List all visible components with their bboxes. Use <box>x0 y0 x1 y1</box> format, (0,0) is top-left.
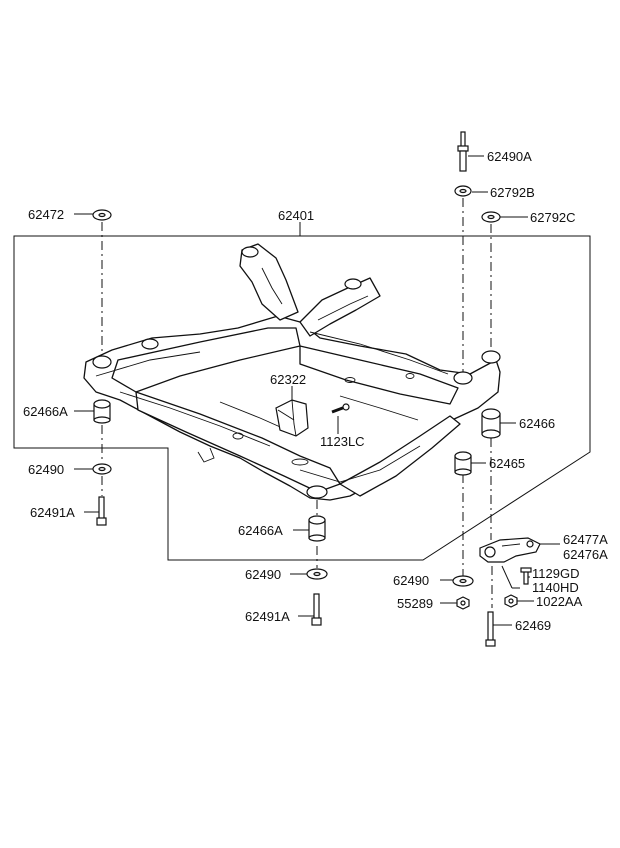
label-62792C: 62792C <box>530 210 576 225</box>
bolt-62490A-icon <box>457 131 469 172</box>
label-62322: 62322 <box>270 372 306 387</box>
washer-62490-bottom-icon <box>306 568 328 580</box>
bracket-62477A-62476A-icon <box>479 537 541 563</box>
washer-62490-left-icon <box>92 463 112 475</box>
label-62792B: 62792B <box>490 185 535 200</box>
bolt-1129GD-1140HD-icon <box>520 567 532 585</box>
assembly-boundary <box>13 235 591 561</box>
bushing-62466-icon <box>481 408 501 439</box>
bushing-62466A-bottom-icon <box>308 515 326 542</box>
label-1129GD: 1129GD <box>532 566 579 581</box>
bolt-62469-icon <box>485 611 496 647</box>
label-62466: 62466 <box>519 416 555 431</box>
bushing-62466A-left-icon <box>93 399 111 424</box>
label-1022AA: 1022AA <box>536 594 583 609</box>
bushing-62465-icon <box>454 451 472 476</box>
bolt-62491A-bottom-icon <box>311 593 322 626</box>
alignment-lines <box>101 198 493 608</box>
bracket-62322-icon <box>275 399 309 437</box>
label-62466A-left: 62466A <box>23 404 68 419</box>
label-1140HD: 1140HD <box>532 580 579 595</box>
label-55289: 55289 <box>397 596 433 611</box>
label-62491A-left: 62491A <box>30 505 75 520</box>
label-62477A: 62477A <box>563 532 608 547</box>
bracket-leader-lines <box>501 565 520 589</box>
label-62465: 62465 <box>489 456 525 471</box>
bolt-1123LC-icon <box>331 403 350 414</box>
bolt-62491A-left-icon <box>96 496 107 526</box>
label-1123LC: 1123LC <box>320 434 365 449</box>
label-62472: 62472 <box>28 207 64 222</box>
label-62401: 62401 <box>278 208 314 223</box>
label-62490-left: 62490 <box>28 462 64 477</box>
nut-55289-icon <box>456 596 470 610</box>
nut-1022AA-icon <box>504 594 518 608</box>
label-62469: 62469 <box>515 618 551 633</box>
washer-62472-icon <box>92 209 112 221</box>
leader-lines <box>74 155 560 626</box>
label-62491A-bottom: 62491A <box>245 609 290 624</box>
label-62466A-bottom: 62466A <box>238 523 283 538</box>
washer-62792C-icon <box>481 211 501 223</box>
washer-62792B-icon <box>454 185 472 197</box>
label-62490-right: 62490 <box>393 573 429 588</box>
part-labels: 62472 62401 62490A 62792B 62792C 62322 1… <box>23 149 608 633</box>
label-62490-bottom: 62490 <box>245 567 281 582</box>
label-62476A: 62476A <box>563 547 608 562</box>
washer-62490-right-icon <box>452 575 474 587</box>
label-62490A: 62490A <box>487 149 532 164</box>
